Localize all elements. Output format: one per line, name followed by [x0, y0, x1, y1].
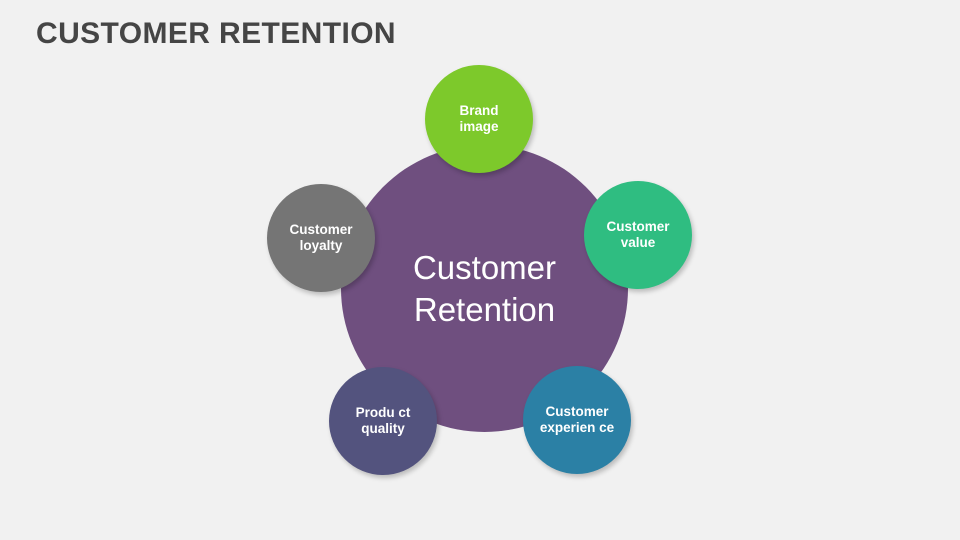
diagram-node-label: Customer experien ce	[539, 404, 615, 435]
diagram-center-label: Customer Retention	[412, 249, 557, 328]
diagram-node-label: Customer value	[606, 219, 670, 250]
diagram-node-label: Produ ct quality	[355, 405, 411, 436]
diagram-node-label: Brand image	[459, 103, 499, 134]
diagram-node-product-quality[interactable]: Produ ct quality	[329, 367, 437, 475]
page-title: CUSTOMER RETENTION	[36, 17, 396, 50]
diagram-node-customer-loyalty[interactable]: Customer loyalty	[267, 184, 375, 292]
diagram-node-customer-value[interactable]: Customer value	[584, 181, 692, 289]
diagram-node-customer-experience[interactable]: Customer experien ce	[523, 366, 631, 474]
diagram-node-brand-image[interactable]: Brand image	[425, 65, 533, 173]
diagram-node-label: Customer loyalty	[289, 222, 353, 253]
